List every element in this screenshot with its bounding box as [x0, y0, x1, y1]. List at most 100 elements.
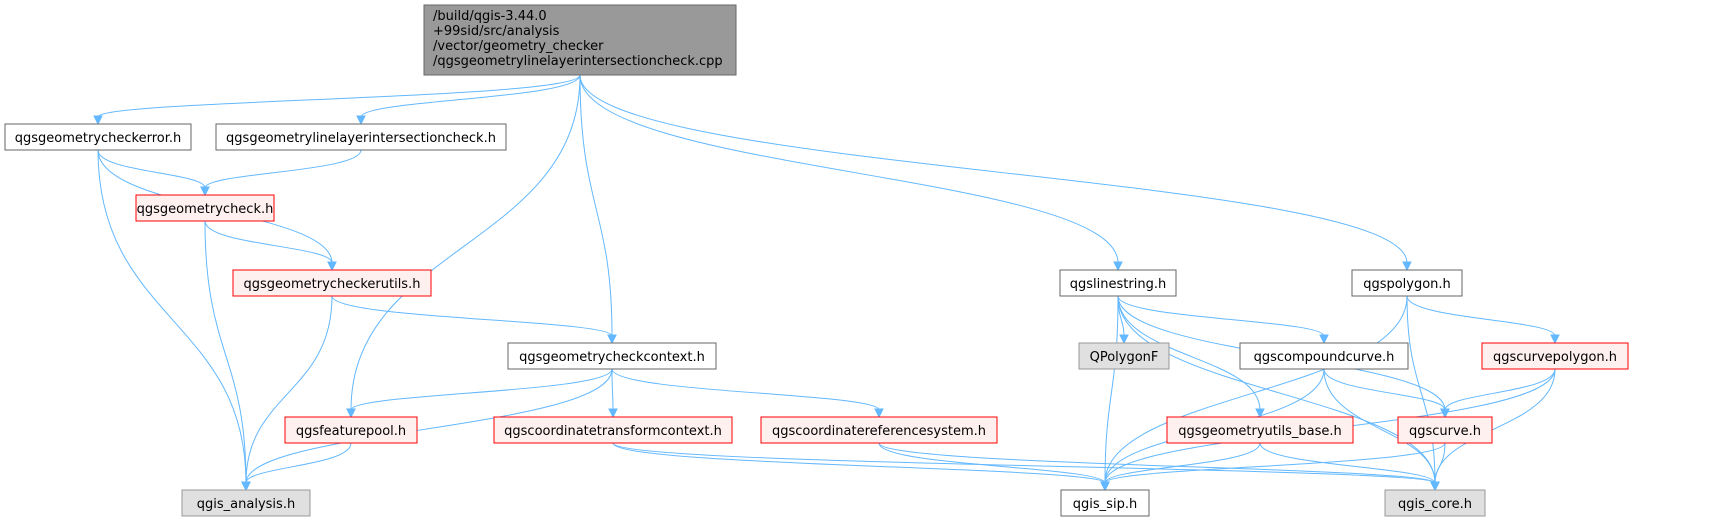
node-coordtransformctx[interactable]: qgscoordinatetransformcontext.h: [493, 416, 733, 444]
edge-checkerutils-to-checkcontext: [331, 295, 617, 345]
edge-root-to-checkerror: [93, 74, 581, 126]
edge-line: [1104, 442, 1446, 484]
edge-geometrycheck-to-checkerutils: [204, 220, 337, 272]
edge-line: [97, 149, 247, 484]
edge-checkcontext-to-coordtransformctx: [608, 368, 618, 419]
edge-arrowhead: [1430, 481, 1440, 492]
node-label: /vector/geometry_checker: [433, 39, 604, 54]
node-label: qgis_core.h: [1398, 497, 1472, 512]
edge-coordtransformctx-to-sip: [612, 442, 1110, 492]
edge-line: [579, 74, 1408, 264]
edge-root-to-linelayerintersection: [356, 74, 581, 126]
edge-line: [611, 368, 614, 411]
edge-line: [1406, 295, 1436, 484]
edge-line: [612, 442, 1106, 484]
node-sip[interactable]: qgis_sip.h: [1060, 489, 1150, 517]
edge-line: [611, 368, 880, 411]
edge-line: [1117, 295, 1325, 337]
edge-checkerror-to-geometrycheck: [97, 149, 210, 197]
edge-linestring-to-sip: [1100, 295, 1119, 492]
node-label: qgsgeometrycheckerutils.h: [244, 277, 421, 292]
edge-line: [245, 442, 352, 484]
edge-geomutilsbase-to-core: [1259, 442, 1440, 492]
node-label: qgscoordinatereferencesystem.h: [772, 424, 986, 439]
node-polygon[interactable]: qgspolygon.h: [1351, 269, 1463, 297]
node-featurepool[interactable]: qgsfeaturepool.h: [284, 416, 418, 444]
node-label: qgsgeometrycheckerror.h: [15, 131, 182, 146]
node-checkerutils[interactable]: qgsgeometrycheckerutils.h: [232, 269, 432, 297]
edge-line: [1406, 295, 1556, 337]
edge-arrowhead: [200, 186, 210, 197]
node-label: /build/qgis-3.44.0: [433, 9, 547, 24]
edge-arrowhead: [327, 261, 337, 272]
edge-line: [97, 74, 581, 118]
node-geometrycheck[interactable]: qgsgeometrycheck.h: [135, 194, 275, 222]
edge-line: [1323, 368, 1436, 484]
edge-line: [612, 442, 1436, 484]
edge-line: [360, 74, 581, 118]
node-crs[interactable]: qgscoordinatereferencesystem.h: [760, 416, 998, 444]
node-label: qgscurvepolygon.h: [1493, 350, 1617, 365]
edge-line: [1117, 295, 1261, 411]
edge-arrowhead: [1113, 261, 1123, 272]
node-linestring[interactable]: qgslinestring.h: [1059, 269, 1177, 297]
node-box: [507, 342, 717, 370]
node-label: qgsgeometryutils_base.h: [1178, 424, 1341, 439]
node-core[interactable]: qgis_core.h: [1384, 489, 1486, 517]
node-label: qgsgeometrycheckcontext.h: [519, 350, 705, 365]
edge-line: [1117, 295, 1436, 484]
edge-line: [1444, 368, 1556, 411]
edge-line: [204, 149, 362, 189]
node-box: [284, 416, 418, 444]
node-label: qgscurve.h: [1409, 424, 1481, 439]
node-label: /qgsgeometrylinelayerintersectioncheck.c…: [433, 54, 723, 69]
node-label: qgsgeometrycheck.h: [137, 202, 274, 217]
edge-arrowhead: [1402, 261, 1412, 272]
edge-line: [1104, 295, 1408, 484]
node-polygonf[interactable]: QPolygonF: [1078, 342, 1170, 370]
node-box: [1351, 269, 1463, 297]
edge-polygon-to-core: [1406, 295, 1440, 492]
node-linelayerintersection[interactable]: qgsgeometrylinelayerintersectioncheck.h: [215, 123, 507, 151]
edge-line: [1104, 442, 1261, 484]
node-root[interactable]: /build/qgis-3.44.0+99sid/src/analysis/ve…: [423, 4, 737, 76]
edge-arrowhead: [874, 408, 884, 419]
edge-line: [579, 74, 1119, 264]
node-box: [135, 194, 275, 222]
edge-polygon-to-curvepolygon: [1406, 295, 1560, 345]
edge-arrowhead: [93, 115, 103, 126]
node-geomutilsbase[interactable]: qgsgeometryutils_base.h: [1166, 416, 1354, 444]
edge-arrowhead: [607, 334, 617, 345]
node-box: [493, 416, 733, 444]
edge-line: [97, 149, 206, 189]
node-curve[interactable]: qgscurve.h: [1397, 416, 1493, 444]
node-box: [1397, 416, 1493, 444]
edge-arrowhead: [1255, 408, 1265, 419]
edges-layer: [93, 74, 1560, 492]
edge-line: [245, 368, 613, 484]
edge-arrowhead: [1550, 334, 1560, 345]
edge-linelayerintersection-to-geometrycheck: [200, 149, 362, 197]
edge-line: [204, 220, 247, 484]
edge-polygon-to-sip: [1100, 295, 1408, 492]
edge-arrowhead: [356, 115, 366, 126]
node-box: [1384, 489, 1486, 517]
node-label: qgspolygon.h: [1363, 277, 1451, 292]
edge-featurepool-to-analysis: [241, 442, 352, 492]
edge-linestring-to-geomutilsbase: [1117, 295, 1265, 419]
node-label: qgsgeometrylinelayerintersectioncheck.h: [226, 131, 496, 146]
node-box: [4, 123, 192, 151]
node-curvepolygon[interactable]: qgscurvepolygon.h: [1481, 342, 1629, 370]
edge-linestring-to-compoundcurve: [1117, 295, 1329, 345]
edge-line: [331, 295, 613, 337]
node-checkerror[interactable]: qgsgeometrycheckerror.h: [4, 123, 192, 151]
node-compoundcurve[interactable]: qgscompoundcurve.h: [1239, 342, 1409, 370]
edge-curve-to-sip: [1100, 442, 1446, 492]
edge-line: [350, 368, 613, 411]
node-label: qgsfeaturepool.h: [296, 424, 406, 439]
edge-arrowhead: [608, 408, 618, 419]
node-checkcontext[interactable]: qgsgeometrycheckcontext.h: [507, 342, 717, 370]
edge-checkcontext-to-featurepool: [346, 368, 613, 419]
edge-line: [1259, 442, 1436, 484]
node-analysis[interactable]: qgis_analysis.h: [181, 489, 311, 517]
